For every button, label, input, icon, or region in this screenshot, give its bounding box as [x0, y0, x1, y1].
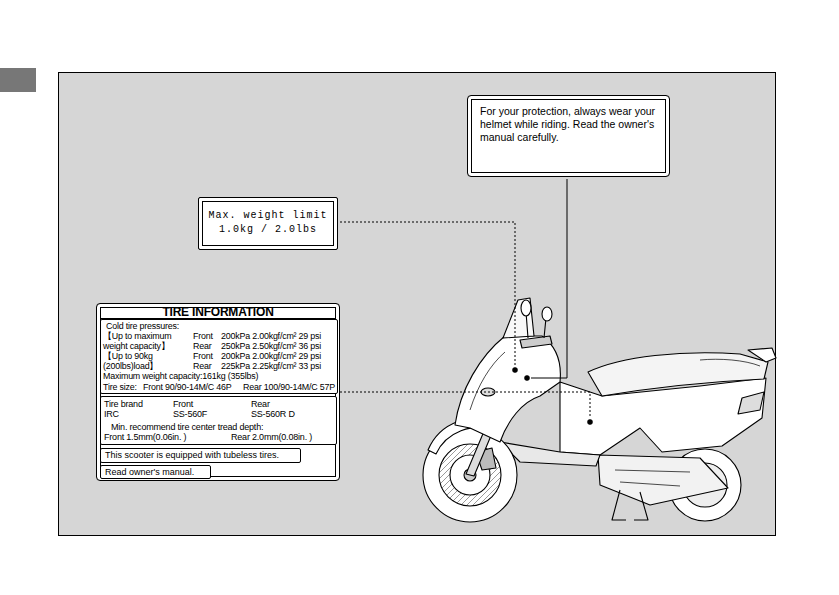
- tubeless-note: This scooter is equipped with tubeless t…: [100, 448, 301, 463]
- table-cell: Tire brand: [104, 399, 143, 409]
- table-cell: 【Up to 90kg (200lbs)load】: [103, 351, 189, 371]
- mirror: [521, 300, 531, 316]
- table-cell: Front: [193, 351, 213, 361]
- table-cell: SS-560F: [173, 409, 207, 419]
- tire-pressure-table: Cold tire pressures:【Up to maximum weigh…: [100, 319, 338, 394]
- front-cowl: [455, 336, 560, 442]
- manual-note: Read owner's manual.: [100, 465, 211, 479]
- table-cell: 【Up to maximum weight capacity】: [103, 331, 189, 351]
- table-cell: Tire size:: [103, 382, 137, 392]
- table-cell: 200kPa 2.00kgf/cm² 29 psi: [221, 351, 321, 361]
- table-cell: Rear: [193, 361, 211, 371]
- table-cell: Front: [173, 399, 193, 409]
- table-cell: Front: [193, 331, 213, 341]
- handlebar: [520, 336, 552, 348]
- table-cell: 250kPa 2.50kgf/cm² 36 psi: [221, 341, 321, 351]
- section-tab: [0, 68, 36, 92]
- table-cell: Cold tire pressures:: [106, 321, 179, 331]
- weight-limit-label: Max. weight limit 1.0kg / 2.0lbs: [198, 197, 338, 250]
- seat: [588, 353, 768, 396]
- table-cell: Front 1.5mm(0.06in. ): [104, 432, 186, 442]
- table-cell: SS-560R D: [251, 409, 295, 419]
- label-location: [588, 420, 592, 424]
- table-cell: Front 90/90-14M/C 46P: [143, 382, 232, 392]
- table-cell: Rear: [193, 341, 211, 351]
- tire-information-label: TIRE INFORMATIONCold tire pressures:【Up …: [96, 303, 340, 481]
- label-location: [525, 376, 529, 380]
- label-text: Read owner's manual.: [105, 467, 206, 477]
- leader-line: [531, 179, 567, 378]
- table-cell: Maximum weight capacity:161kg (355lbs): [103, 371, 258, 381]
- label-location: [513, 368, 517, 372]
- table-cell: Rear: [251, 399, 270, 409]
- leader-line: [340, 392, 590, 418]
- scooter: [423, 298, 776, 522]
- table-cell: 200kPa 2.00kgf/cm² 29 psi: [221, 331, 321, 341]
- label-text: This scooter is equipped with tubeless t…: [105, 450, 296, 461]
- table-cell: IRC: [104, 409, 119, 419]
- panel: [59, 73, 776, 536]
- leader-lines: [340, 179, 590, 418]
- table-cell: Rear 100/90-14M/C 57P: [243, 382, 335, 392]
- table-cell: Rear 2.0mm(0.08in. ): [231, 432, 312, 442]
- table-cell: Min. recommend tire center tread depth:: [111, 422, 263, 432]
- tire-brand-table: Tire brand Front RearIRC SS-560F SS-560R D Mi…: [100, 396, 337, 445]
- label-heading: TIRE INFORMATION: [97, 305, 339, 319]
- label-text: For your protection, always wear your he…: [480, 105, 657, 144]
- table-cell: 225kPa 2.25kgf/cm² 33 psi: [221, 361, 321, 371]
- rear-body: [560, 378, 766, 455]
- label-text: Max. weight limit 1.0kg / 2.0lbs: [207, 209, 329, 237]
- warning-label: For your protection, always wear your he…: [467, 95, 670, 177]
- center-stand: [612, 490, 648, 520]
- windscreen: [503, 298, 534, 338]
- leader-line: [340, 222, 515, 366]
